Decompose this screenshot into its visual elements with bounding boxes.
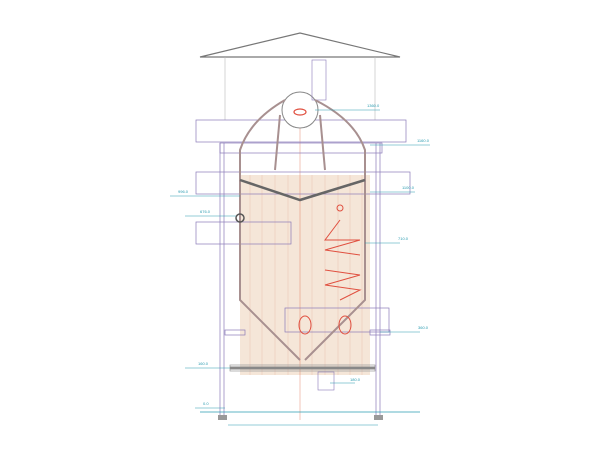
elevation-label: 676.0 xyxy=(200,209,211,214)
elevation-label: 1160.0 xyxy=(417,138,430,143)
elevation-label: 0.0 xyxy=(203,401,209,406)
furnace-body xyxy=(240,175,370,375)
elevation-markers xyxy=(170,109,430,409)
steam-drum xyxy=(281,91,319,129)
chimney xyxy=(311,59,327,101)
superheater-coils xyxy=(298,219,362,335)
support-feet xyxy=(218,415,383,420)
roof xyxy=(199,32,401,58)
elevation-label: 1360.0 xyxy=(367,103,380,108)
elevation-label: 160.0 xyxy=(198,361,209,366)
elevation-label: 180.0 xyxy=(350,377,361,382)
water-wall-pipes xyxy=(239,99,366,361)
elevation-label: 1100.0 xyxy=(402,185,415,190)
elevation-label: 710.0 xyxy=(398,236,409,241)
tube-lines xyxy=(249,120,363,420)
elevation-label: 996.0 xyxy=(178,189,189,194)
elevation-label: 360.0 xyxy=(418,325,429,330)
